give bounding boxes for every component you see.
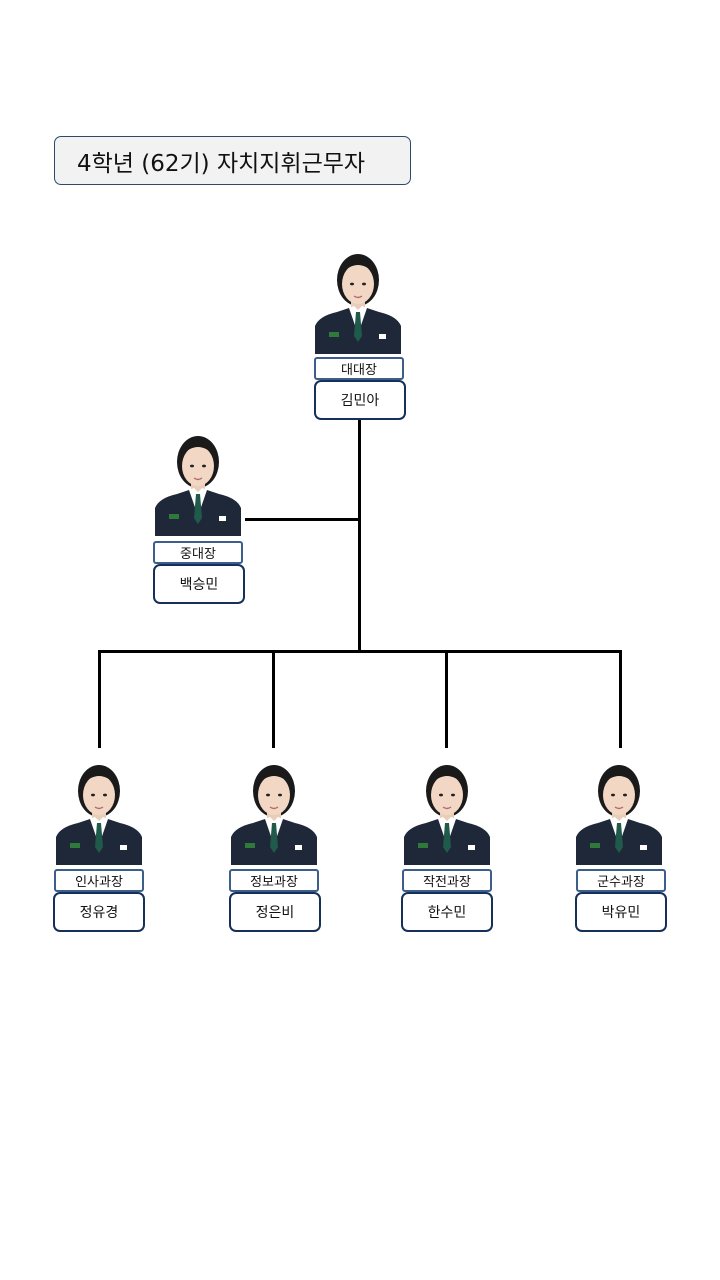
staff-1-name: 정유경 — [53, 892, 145, 932]
staff-4-name: 박유민 — [575, 892, 667, 932]
staff-2-name: 정은비 — [229, 892, 321, 932]
vice-role: 중대장 — [153, 541, 243, 564]
staff-3-photo — [404, 755, 490, 865]
connector-staff-3 — [445, 650, 448, 748]
page-title: 4학년 (62기) 자치지휘근무자 — [54, 136, 411, 185]
staff-1-photo — [56, 755, 142, 865]
commander-photo — [315, 244, 401, 354]
connector-main-vertical — [358, 420, 361, 653]
staff-1-role: 인사과장 — [54, 869, 144, 892]
staff-4-photo — [576, 755, 662, 865]
connector-staff-horizontal — [98, 650, 622, 653]
connector-vice-horizontal — [245, 518, 360, 521]
connector-staff-2 — [272, 650, 275, 748]
staff-2-role: 정보과장 — [229, 869, 319, 892]
commander-role: 대대장 — [314, 357, 404, 380]
connector-staff-1 — [98, 650, 101, 748]
staff-4-role: 군수과장 — [576, 869, 666, 892]
staff-3-role: 작전과장 — [402, 869, 492, 892]
connector-staff-4 — [619, 650, 622, 748]
staff-3-name: 한수민 — [401, 892, 493, 932]
staff-2-photo — [231, 755, 317, 865]
vice-photo — [155, 426, 241, 536]
commander-name: 김민아 — [314, 380, 406, 420]
vice-name: 백승민 — [153, 564, 245, 604]
